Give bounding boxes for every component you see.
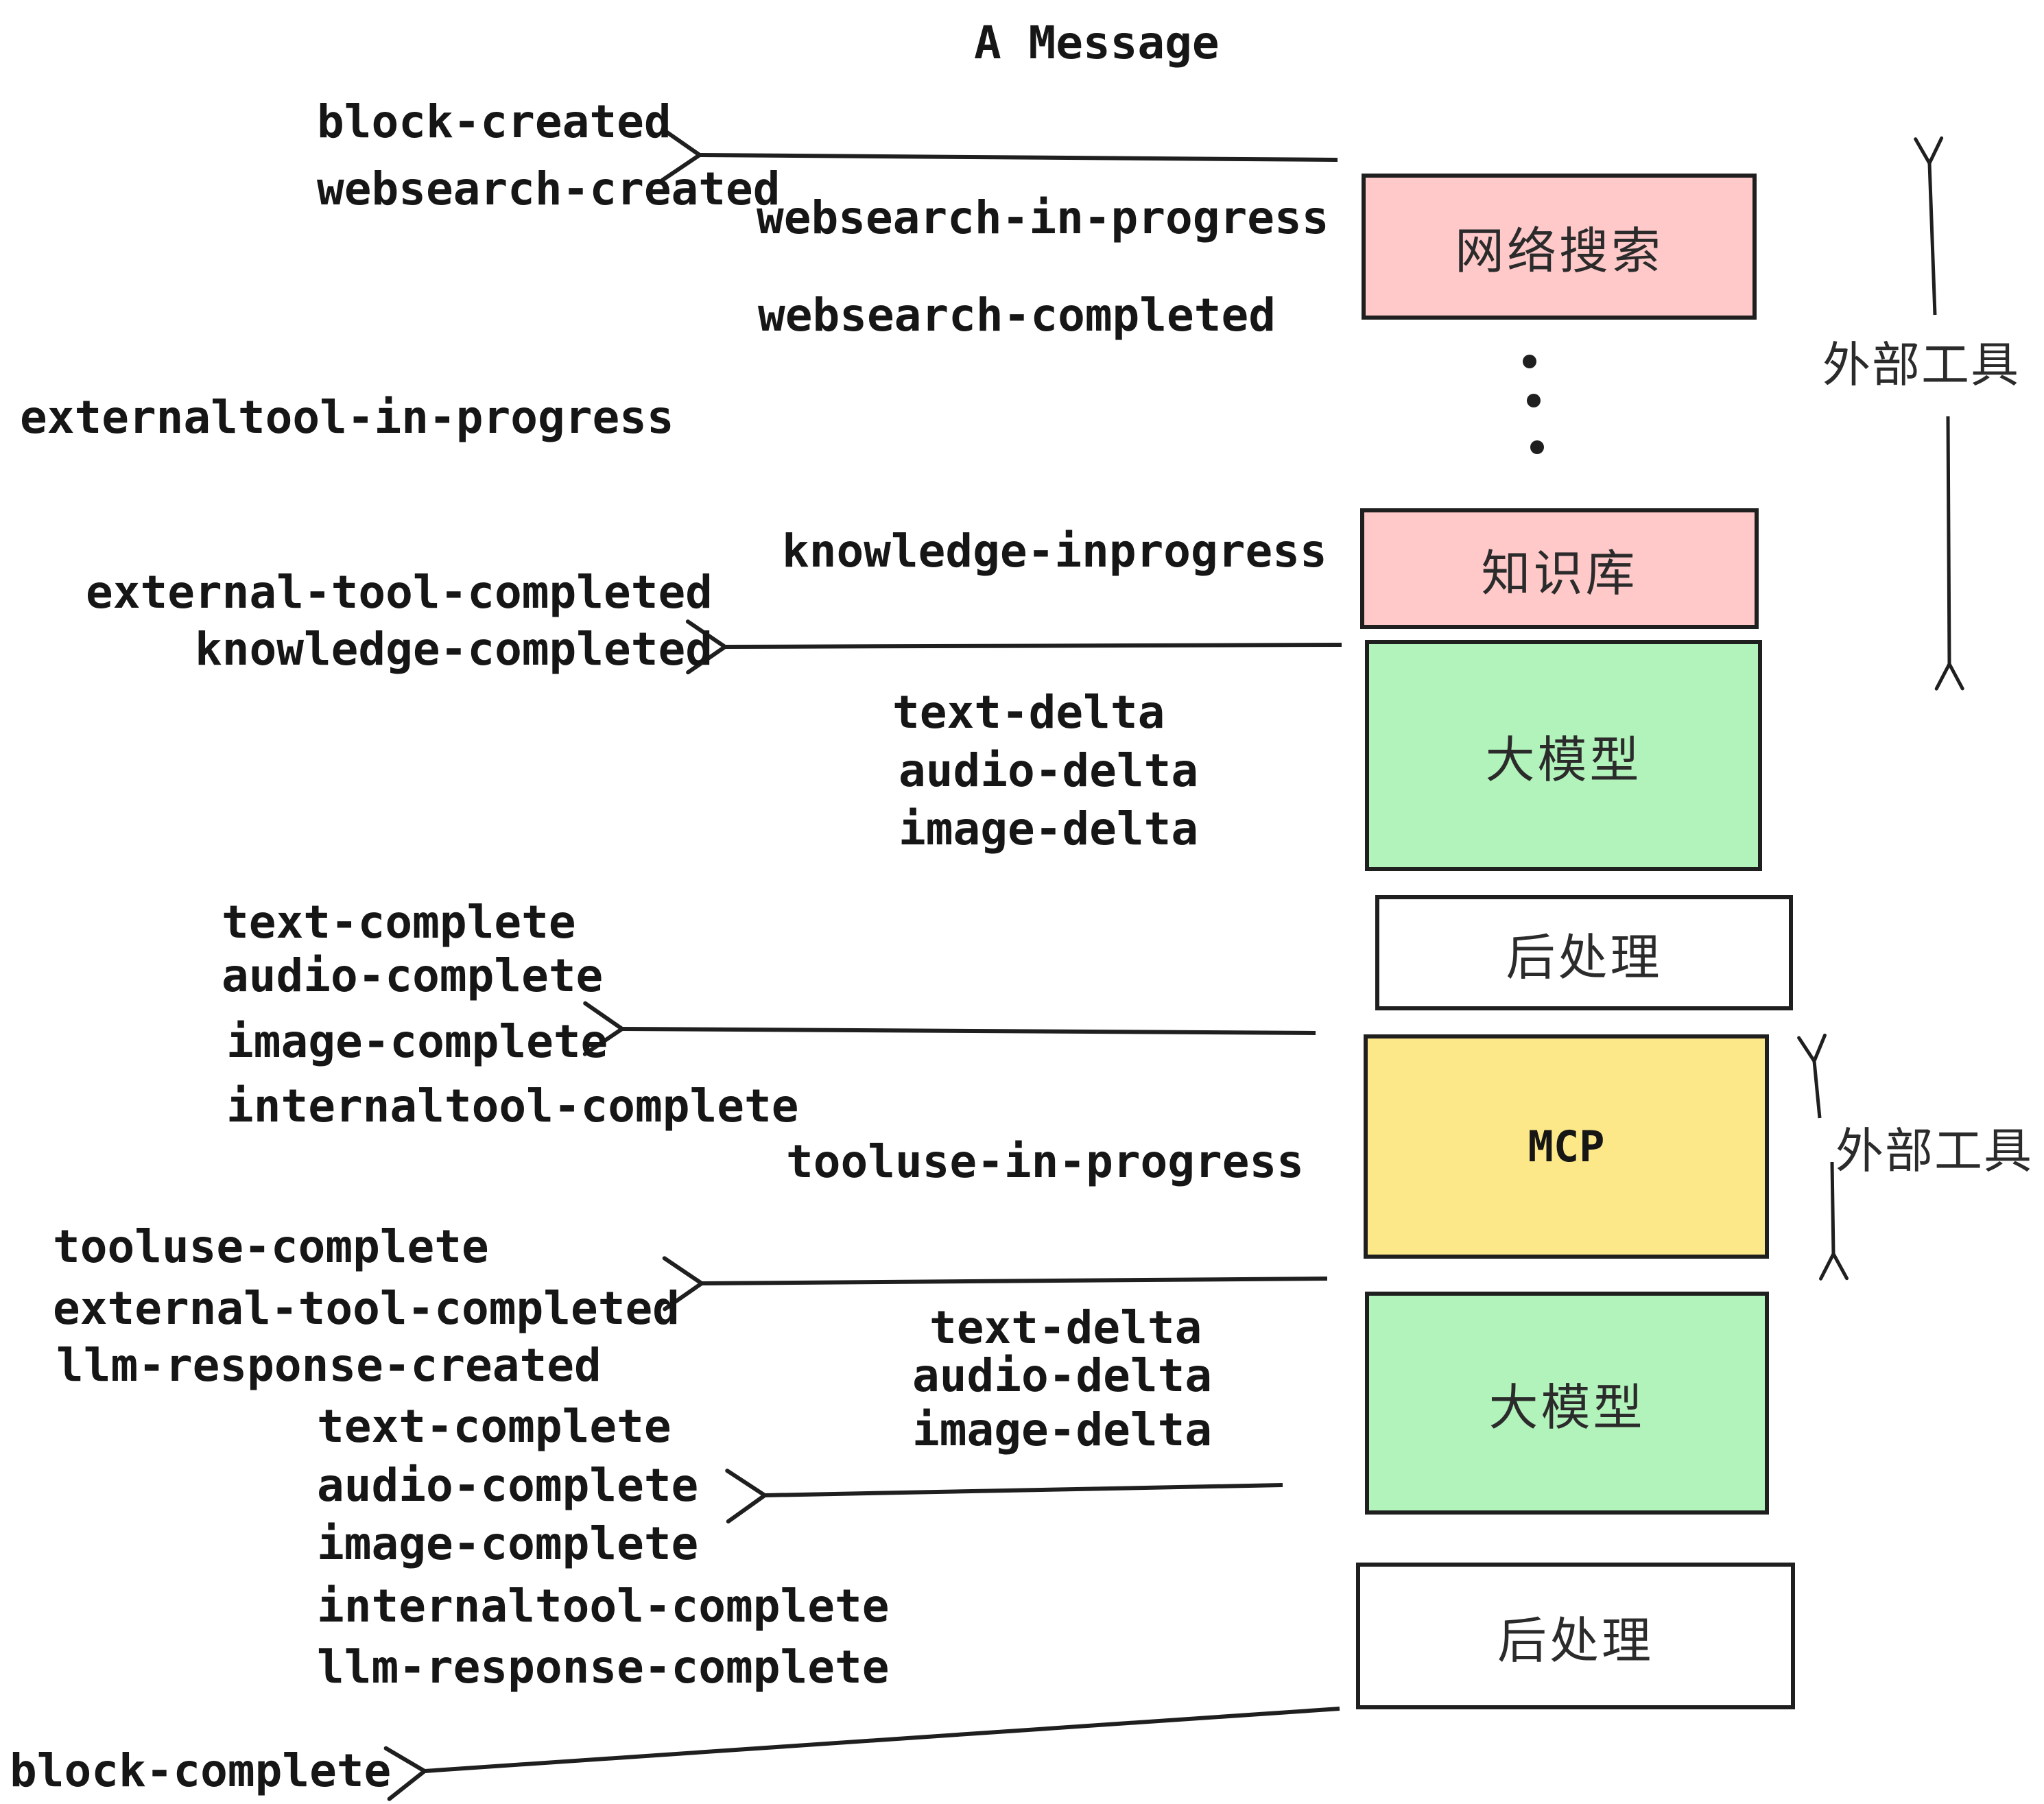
- event-label-text-complete-2: text-complete: [317, 1400, 672, 1453]
- event-label-llm-response-complete: llm-response-complete: [317, 1641, 890, 1694]
- event-label-websearch-created: websearch-created: [317, 163, 781, 215]
- event-label-audio-complete-1: audio-complete: [222, 949, 604, 1002]
- event-label-tooluse-complete: tooluse-complete: [53, 1220, 489, 1273]
- node-post-2: 后处理: [1356, 1563, 1795, 1709]
- node-websearch-label: 网络搜索: [1454, 222, 1663, 280]
- event-label-knowledge-inprogress: knowledge-inprogress: [782, 525, 1327, 578]
- event-label-tooluse-in-progress: tooluse-in-progress: [786, 1135, 1304, 1188]
- node-llm-1: 大模型: [1365, 640, 1762, 871]
- event-label-image-delta-1: image-delta: [899, 803, 1199, 855]
- arrow-external-tool-up-1: [1914, 136, 1944, 316]
- node-post-1: 后处理: [1375, 895, 1793, 1010]
- event-label-external-tool-completed-1: external-tool-completed: [86, 566, 713, 619]
- event-label-external-tool-completed-2: external-tool-completed: [53, 1282, 680, 1335]
- event-label-image-complete-2: image-complete: [317, 1517, 699, 1570]
- arrow-audio-complete: [725, 1469, 1283, 1524]
- event-label-text-delta-2: text-delta: [929, 1301, 1202, 1354]
- event-label-websearch-completed: websearch-completed: [758, 289, 1276, 342]
- event-label-llm-response-created: llm-response-created: [56, 1339, 602, 1392]
- node-llm-2-label: 大模型: [1488, 1379, 1645, 1436]
- event-label-image-delta-2: image-delta: [912, 1403, 1213, 1456]
- arrow-block-complete: [383, 1707, 1340, 1801]
- event-label-audio-delta-2: audio-delta: [912, 1349, 1213, 1402]
- event-label-text-complete-1: text-complete: [222, 896, 576, 949]
- event-label-websearch-in-progress: websearch-in-progress: [757, 191, 1329, 244]
- node-llm-1-label: 大模型: [1485, 731, 1642, 789]
- event-label-internaltool-complete-1: internaltool-complete: [226, 1080, 799, 1132]
- event-label-audio-complete-2: audio-complete: [317, 1459, 699, 1512]
- page-title: A Message: [974, 16, 1220, 69]
- node-post-1-label: 后处理: [1506, 928, 1663, 986]
- event-label-audio-delta-1: audio-delta: [899, 744, 1199, 797]
- node-websearch: 网络搜索: [1362, 174, 1757, 320]
- ellipsis-dots-icon: [1523, 355, 1544, 454]
- node-mcp-label: MCP: [1528, 1121, 1605, 1172]
- event-label-externaltool-in-progress: externaltool-in-progress: [20, 391, 674, 444]
- arrow-external-tool-down-1: [1934, 416, 1964, 691]
- event-label-internaltool-complete-2: internaltool-complete: [317, 1580, 890, 1633]
- node-mcp: MCP: [1364, 1034, 1769, 1259]
- arrow-tooluse-complete: [662, 1256, 1328, 1312]
- node-knowledge: 知识库: [1360, 508, 1759, 629]
- node-post-2-label: 后处理: [1497, 1611, 1654, 1670]
- arrow-image-complete: [582, 1001, 1316, 1056]
- arrow-knowledge-completed: [685, 619, 1342, 675]
- event-label-text-delta-1: text-delta: [892, 686, 1165, 739]
- side-label-external-tools-1: 外部工具: [1822, 337, 2020, 393]
- node-knowledge-label: 知识库: [1481, 544, 1638, 602]
- node-llm-2: 大模型: [1365, 1292, 1769, 1515]
- event-label-image-complete-1: image-complete: [226, 1015, 608, 1068]
- event-label-block-complete: block-complete: [10, 1744, 392, 1797]
- arrow-external-tool-down-2: [1819, 1161, 1849, 1281]
- arrow-block-created: [660, 127, 1338, 182]
- event-label-knowledge-completed: knowledge-completed: [195, 623, 713, 676]
- arrow-external-tool-up-2: [1797, 1033, 1827, 1119]
- event-label-block-created: block-created: [317, 95, 672, 148]
- side-label-external-tools-2: 外部工具: [1835, 1123, 2033, 1179]
